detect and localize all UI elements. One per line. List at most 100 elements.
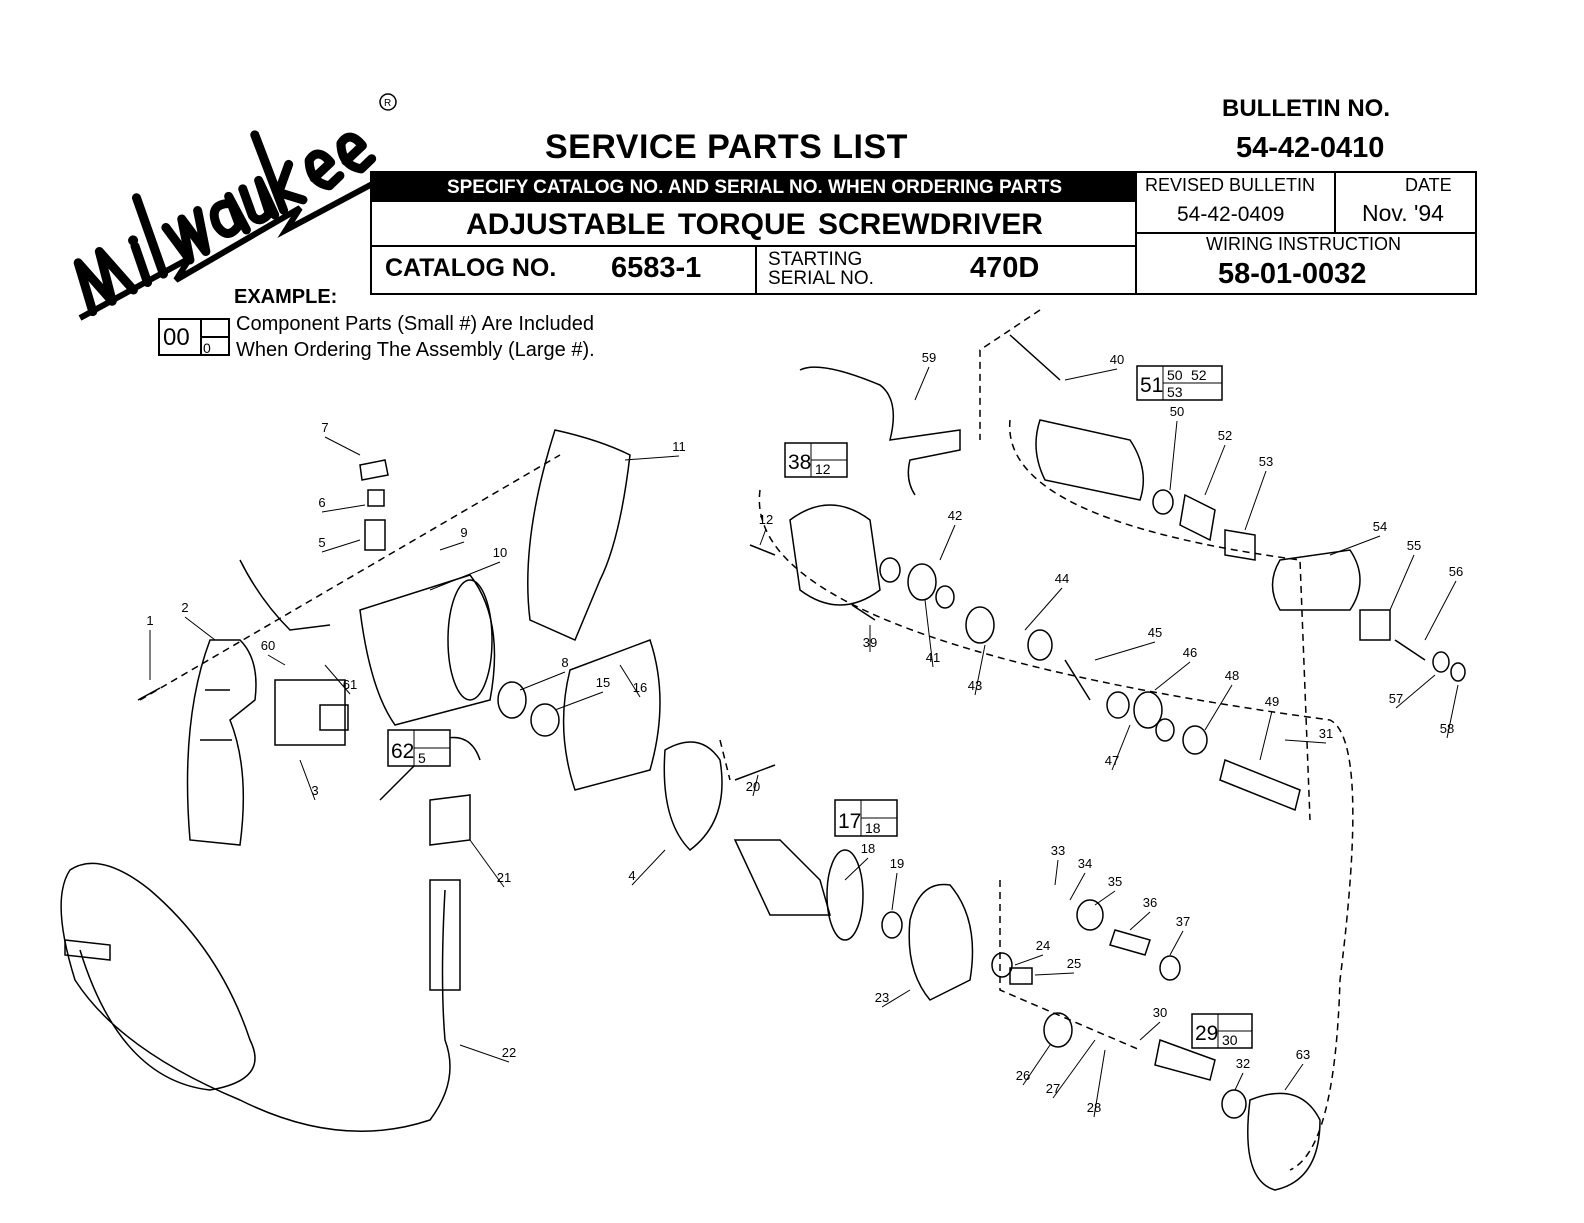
callout-leader [759, 528, 767, 546]
callout-leader [619, 664, 641, 698]
wire-part [239, 559, 331, 631]
assembly-line [139, 454, 561, 701]
part-callout: 18 [861, 841, 875, 856]
part-callout: 41 [926, 650, 940, 665]
part-callout: 19 [890, 856, 904, 871]
washer-part [1106, 691, 1130, 719]
gasket-part [1247, 1092, 1321, 1191]
bearing-part [497, 681, 527, 719]
example-label: EXAMPLE: [234, 286, 338, 308]
callout-leader [624, 455, 680, 461]
part-callout: 2 [181, 600, 188, 615]
handle-half-part [527, 429, 631, 641]
part-callout: 23 [875, 990, 889, 1005]
callout-leader [321, 504, 366, 513]
callout-leader [184, 616, 216, 641]
cord-protector-part [429, 879, 461, 991]
washer-part [1152, 489, 1174, 515]
switch-part [274, 679, 346, 746]
part-callout: 20 [746, 779, 760, 794]
callout-leader [1139, 1021, 1161, 1041]
callout-leader [914, 366, 930, 401]
part-callout: 50 [1170, 404, 1184, 419]
motor-housing-part [359, 574, 496, 726]
callout-leader [1424, 580, 1457, 641]
cord-part [60, 862, 451, 1132]
spindle-part [1109, 929, 1151, 956]
armature-part [733, 839, 831, 916]
catalog-label: CATALOG NO. [385, 254, 557, 282]
part-callout: 7 [321, 420, 328, 435]
table-divider [1135, 171, 1137, 295]
assembly-number: 17 [838, 810, 861, 833]
callout-leader [1169, 420, 1178, 491]
part-callout: 59 [922, 350, 936, 365]
part-callout: 37 [1176, 914, 1190, 929]
wiring-label: WIRING INSTRUCTION [1206, 234, 1401, 254]
part-callout: 8 [561, 655, 568, 670]
part-callout: 52 [1218, 428, 1232, 443]
part-callout: 33 [1051, 843, 1065, 858]
callout-leader [1169, 930, 1184, 956]
gear-housing-part [789, 504, 881, 606]
gear-case-part [908, 883, 974, 1001]
part-callout: 11 [672, 439, 686, 454]
baffle-part [663, 741, 723, 851]
callout-leader [924, 599, 934, 668]
part-callout: 27 [1046, 1081, 1060, 1096]
part-callout: 56 [1449, 564, 1463, 579]
starting-label-text: STARTING [768, 249, 863, 270]
callout-leader [324, 664, 351, 695]
callout-leader [1259, 710, 1273, 761]
bearing-part [1221, 1089, 1247, 1119]
washer-part [879, 557, 901, 583]
part-callout: 4 [628, 868, 635, 883]
brush-holder-part [364, 519, 386, 551]
assembly-number: 51 [1140, 374, 1163, 397]
assembly-line [758, 489, 1354, 1171]
handle-detail [200, 689, 232, 741]
ring-part [1432, 651, 1450, 673]
table-divider [755, 245, 757, 295]
serial-number: 470D [970, 252, 1040, 284]
example-divider [200, 320, 228, 354]
example-big-number: 00 [163, 324, 190, 351]
bearing-part [1159, 955, 1181, 981]
bearing-part [1133, 691, 1163, 729]
part-callout: 21 [497, 870, 511, 885]
table-divider [1334, 171, 1336, 233]
table-divider [1137, 232, 1477, 234]
page-title: SERVICE PARTS LIST [545, 128, 908, 166]
example-small-number: 0 [203, 340, 211, 356]
part-callout: 34 [1078, 856, 1092, 871]
sleeve-part [1009, 967, 1033, 985]
serial-label: STARTING SERIAL NO. [768, 250, 874, 288]
callout-leader [299, 759, 316, 801]
callout-leader [469, 839, 505, 888]
screw-part [137, 687, 161, 701]
callout-leader [1154, 661, 1191, 691]
callout-leader [631, 849, 666, 886]
part-callout: 54 [1373, 519, 1387, 534]
example-box [158, 318, 230, 356]
switch-trigger [319, 704, 349, 731]
callout-leader [1284, 739, 1327, 744]
part-callout: 31 [1319, 726, 1333, 741]
callout-leader [1094, 890, 1116, 906]
part-callout: 5 [318, 535, 325, 550]
callout-leader [1129, 911, 1151, 931]
callout-leader [1014, 954, 1044, 966]
clutch-housing-part [1035, 419, 1145, 501]
bulletin-label: BULLETIN NO. [1222, 95, 1390, 122]
brush-part [367, 489, 385, 507]
part-callout: 6 [318, 495, 325, 510]
gear-part [1076, 899, 1104, 931]
pin-part [749, 544, 776, 556]
callout-leader [1024, 587, 1063, 631]
part-callout: 61 [343, 677, 357, 692]
callout-leader [1052, 1039, 1096, 1099]
washer-part [1155, 718, 1175, 742]
callout-leader [844, 857, 869, 881]
clip-part [1224, 529, 1256, 561]
callout-leader [321, 539, 361, 553]
